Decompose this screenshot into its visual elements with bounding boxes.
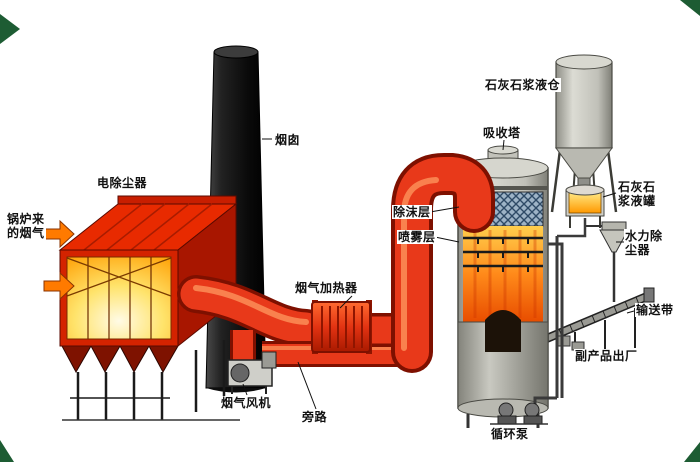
label-gas-fan: 烟气风机: [220, 396, 273, 411]
label-gas-heater: 烟气加热器: [294, 281, 359, 296]
fan-graphic: [227, 351, 277, 394]
leader-lines: [242, 138, 635, 410]
duct-graphic: [177, 153, 495, 373]
label-hydraulic-dust: 水力除 尘器: [624, 229, 664, 258]
label-byproduct-out: 副产品出厂: [574, 349, 639, 364]
limestone-silo-graphic: [550, 54, 618, 213]
label-esp: 电除尘器: [96, 176, 149, 191]
label-chimney: 烟囱: [274, 133, 302, 148]
limestone-slurry-tank-graphic: [565, 184, 605, 228]
label-demister-layer: 除沫层: [392, 205, 432, 220]
conveyor-graphic: [547, 287, 655, 356]
circulation-pump-graphic: [490, 402, 548, 425]
label-boiler-gas: 锅炉来 的烟气: [6, 212, 46, 241]
label-spray-layer: 喷雾层: [397, 230, 437, 245]
label-bypass: 旁路: [301, 410, 329, 425]
hydraulic-dust-collector-graphic: [586, 221, 629, 302]
gas-flow-arrows: [43, 219, 75, 301]
esp-graphic: [58, 195, 240, 421]
label-absorber-tower: 吸收塔: [482, 126, 522, 141]
label-limestone-silo: 石灰石浆液仓: [484, 78, 562, 93]
label-limestone-tank: 石灰石 浆液罐: [617, 180, 657, 209]
label-conveyor-belt: 输送带: [635, 303, 675, 318]
label-circulation-pump: 循环泵: [490, 427, 530, 442]
